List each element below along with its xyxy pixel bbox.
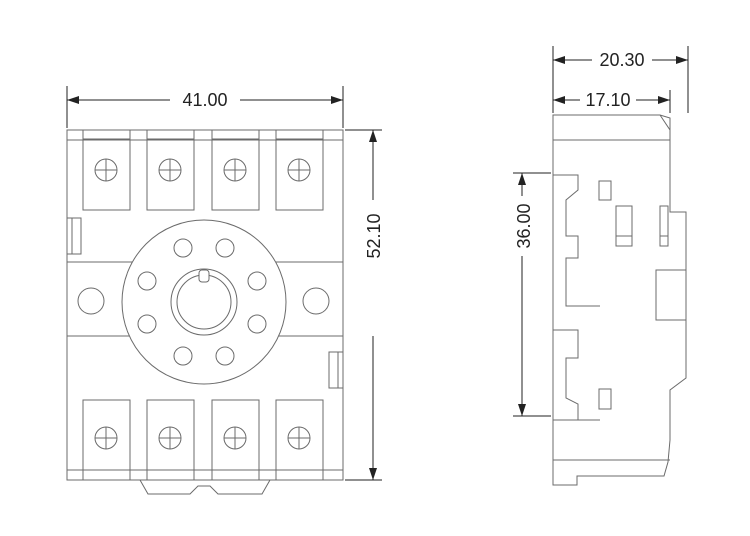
pin-hole	[247, 314, 267, 334]
side-latch	[615, 205, 633, 247]
pin-hole	[137, 314, 157, 334]
left-mounting-hole	[77, 287, 105, 315]
front-view	[66, 129, 344, 495]
dim-label-side-total-width: 20.30	[599, 50, 644, 70]
dimension-side-inner-width: 17.10	[553, 90, 671, 113]
side-clip-upper	[553, 174, 600, 307]
pin-hole	[137, 271, 157, 291]
pin-hole	[215, 346, 235, 366]
pin-hole	[173, 346, 193, 366]
right-mounting-hole	[302, 287, 330, 315]
dim-label-front-width: 41.00	[182, 90, 227, 110]
key-notch	[198, 269, 210, 283]
dim-label-front-height: 52.10	[364, 213, 384, 258]
dimension-side-total-width: 20.30	[552, 46, 689, 113]
pin-hole	[173, 238, 193, 258]
side-clip-lower	[553, 329, 579, 420]
octal-socket	[121, 219, 287, 385]
top-terminals	[82, 129, 324, 211]
side-window	[598, 180, 612, 201]
side-latch-edge	[659, 205, 669, 247]
dimension-front-height: 52.10	[345, 129, 384, 481]
dim-label-side-inner-width: 17.10	[585, 90, 630, 110]
dim-label-side-height: 36.00	[514, 203, 534, 248]
bottom-terminals	[82, 399, 324, 481]
top-screws	[94, 158, 311, 182]
bottom-screws	[94, 426, 311, 450]
din-rail-tab	[139, 479, 271, 495]
front-body-outline	[66, 129, 344, 481]
left-clip	[66, 217, 82, 255]
pin-hole	[215, 238, 235, 258]
side-window	[598, 388, 612, 410]
pin-hole	[247, 271, 267, 291]
side-view	[552, 114, 687, 486]
side-step	[655, 269, 686, 321]
center-key-hole	[170, 268, 238, 336]
side-body-outline	[552, 114, 687, 486]
right-clip	[328, 351, 344, 389]
dimension-side-height: 36.00	[513, 172, 551, 417]
socket-ring	[121, 219, 287, 385]
dimension-front-width: 41.00	[66, 86, 344, 128]
